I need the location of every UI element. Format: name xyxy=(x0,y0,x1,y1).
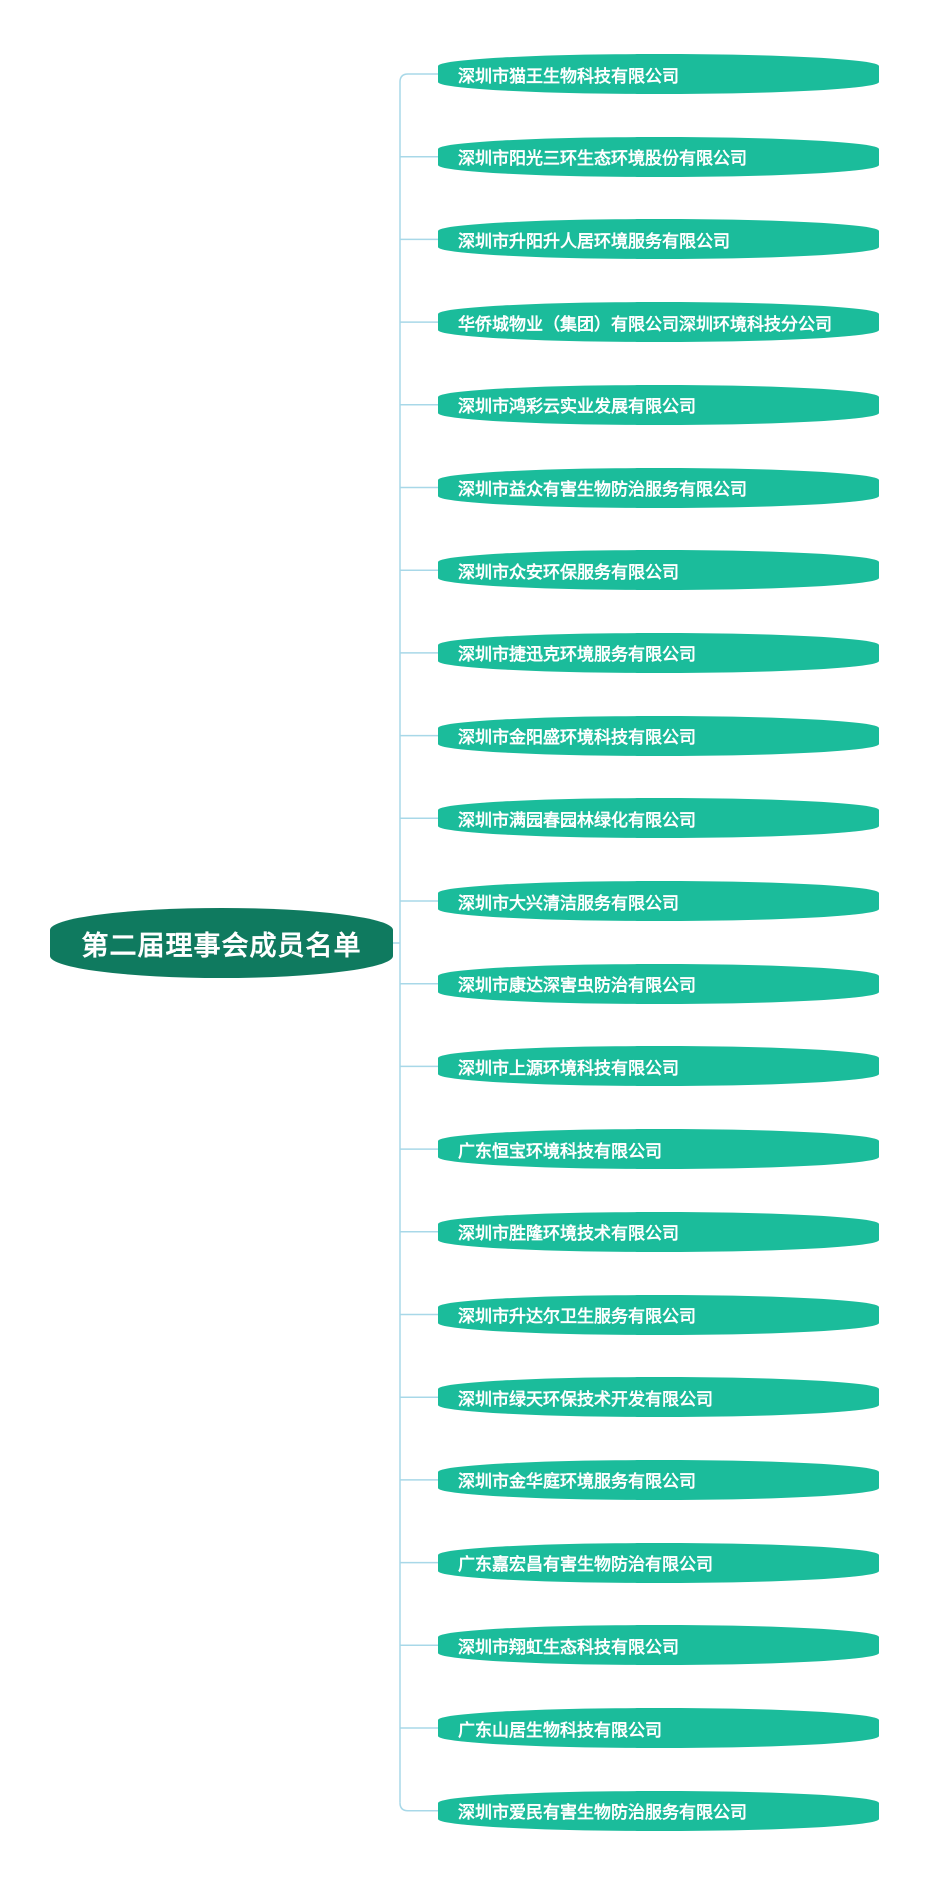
branch-label: 深圳市大兴清洁服务有限公司 xyxy=(458,893,679,914)
branch-node[interactable]: 深圳市绿天环保技术开发有限公司 xyxy=(438,1377,879,1418)
branch-label: 深圳市金华庭环境服务有限公司 xyxy=(458,1472,696,1493)
branch-node[interactable]: 深圳市上源环境科技有限公司 xyxy=(438,1046,879,1087)
branch-label: 深圳市爱民有害生物防治服务有限公司 xyxy=(458,1803,747,1824)
branch-label: 深圳市升阳升人居环境服务有限公司 xyxy=(458,231,730,252)
branch-node[interactable]: 深圳市升达尔卫生服务有限公司 xyxy=(438,1294,879,1335)
branch-node[interactable]: 深圳市金华庭环境服务有限公司 xyxy=(438,1459,879,1500)
branch-node[interactable]: 深圳市满园春园林绿化有限公司 xyxy=(438,798,879,839)
branch-label: 深圳市金阳盛环境科技有限公司 xyxy=(458,728,696,749)
branch-label: 广东山居生物科技有限公司 xyxy=(458,1720,662,1741)
branch-node[interactable]: 深圳市康达深害虫防治有限公司 xyxy=(438,963,879,1004)
root-node[interactable]: 第二届理事会成员名单 xyxy=(50,908,393,978)
branch-label: 深圳市满园春园林绿化有限公司 xyxy=(458,810,696,831)
branch-node[interactable]: 深圳市爱民有害生物防治服务有限公司 xyxy=(438,1790,879,1831)
branch-label: 深圳市升达尔卫生服务有限公司 xyxy=(458,1307,696,1327)
branch-label: 深圳市上源环境科技有限公司 xyxy=(458,1058,679,1079)
branch-label: 深圳市绿天环保技术开发有限公司 xyxy=(458,1389,713,1410)
branch-label: 深圳市猫王生物科技有限公司 xyxy=(458,66,679,87)
branch-node[interactable]: 深圳市益众有害生物防治服务有限公司 xyxy=(438,467,879,508)
branch-node[interactable]: 华侨城物业（集团）有限公司深圳环境科技分公司 xyxy=(438,302,879,343)
branch-node[interactable]: 深圳市大兴清洁服务有限公司 xyxy=(438,881,879,921)
branch-node[interactable]: 广东恒宝环境科技有限公司 xyxy=(438,1129,879,1170)
branch-node[interactable]: 广东嘉宏昌有害生物防治有限公司 xyxy=(438,1542,879,1583)
branch-label: 深圳市众安环保服务有限公司 xyxy=(458,562,679,583)
branch-node[interactable]: 深圳市金阳盛环境科技有限公司 xyxy=(438,715,879,756)
branch-connector xyxy=(399,73,438,83)
branch-label: 华侨城物业（集团）有限公司深圳环境科技分公司 xyxy=(458,314,832,335)
branch-label: 深圳市益众有害生物防治服务有限公司 xyxy=(458,480,747,500)
branch-node[interactable]: 深圳市胜隆环境技术有限公司 xyxy=(438,1211,879,1252)
branch-node[interactable]: 深圳市翔虹生态科技有限公司 xyxy=(438,1625,879,1666)
branch-label: 深圳市康达深害虫防治有限公司 xyxy=(458,976,696,997)
branch-connector xyxy=(399,1802,438,1812)
branch-node[interactable]: 深圳市猫王生物科技有限公司 xyxy=(438,54,879,94)
branch-label: 广东恒宝环境科技有限公司 xyxy=(458,1141,662,1162)
branch-label: 深圳市胜隆环境技术有限公司 xyxy=(458,1224,679,1245)
branch-label: 深圳市翔虹生态科技有限公司 xyxy=(458,1637,679,1658)
branch-node[interactable]: 广东山居生物科技有限公司 xyxy=(438,1708,879,1748)
branch-node[interactable]: 深圳市众安环保服务有限公司 xyxy=(438,550,879,591)
branch-label: 深圳市捷迅克环境服务有限公司 xyxy=(458,645,696,666)
branch-label: 广东嘉宏昌有害生物防治有限公司 xyxy=(458,1555,713,1576)
root-label: 第二届理事会成员名单 xyxy=(81,930,362,962)
branch-node[interactable]: 深圳市捷迅克环境服务有限公司 xyxy=(438,632,879,673)
branch-node[interactable]: 深圳市阳光三环生态环境股份有限公司 xyxy=(438,136,879,177)
branch-node[interactable]: 深圳市升阳升人居环境服务有限公司 xyxy=(438,219,879,260)
branch-node[interactable]: 深圳市鸿彩云实业发展有限公司 xyxy=(438,384,879,425)
branch-label: 深圳市鸿彩云实业发展有限公司 xyxy=(458,397,696,418)
branch-label: 深圳市阳光三环生态环境股份有限公司 xyxy=(458,149,747,170)
